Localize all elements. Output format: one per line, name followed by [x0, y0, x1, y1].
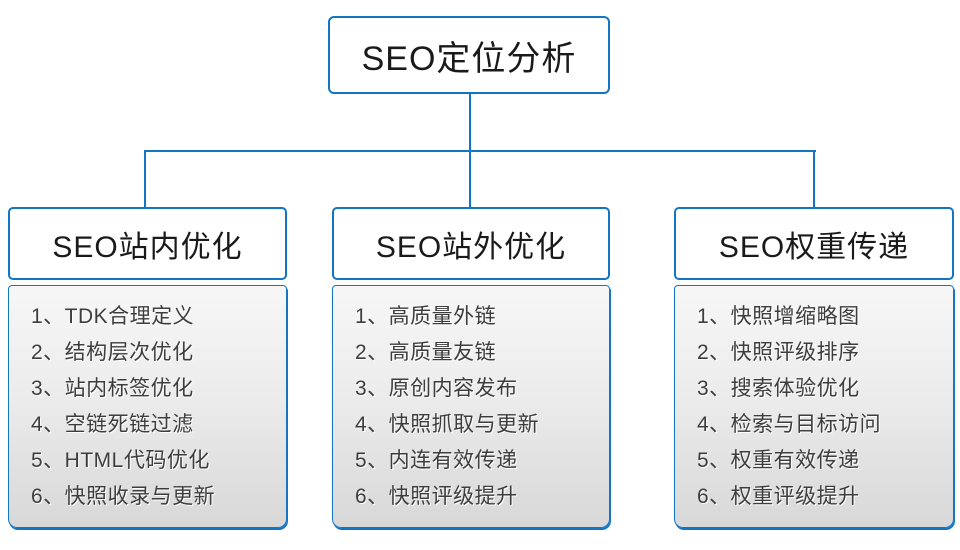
list-item: 1、快照增缩略图 — [697, 305, 860, 328]
list-item: 6、权重评级提升 — [697, 485, 860, 508]
list-item: 4、空链死链过滤 — [31, 413, 194, 436]
list-item: 4、检索与目标访问 — [697, 413, 882, 436]
connector-root-drop — [469, 94, 471, 152]
connector-horizontal-rail — [144, 150, 816, 152]
list-item: 2、快照评级排序 — [697, 341, 860, 364]
connector-branch-left-drop — [144, 150, 146, 207]
list-item: 3、搜索体验优化 — [697, 377, 860, 400]
list-item: 5、内连有效传递 — [355, 449, 518, 472]
branch-list-offsite: 1、高质量外链 2、高质量友链 3、原创内容发布 4、快照抓取与更新 5、内连有… — [332, 285, 610, 528]
branch-offsite-optimization: SEO站外优化 1、高质量外链 2、高质量友链 3、原创内容发布 4、快照抓取与… — [332, 207, 610, 528]
list-item: 1、高质量外链 — [355, 305, 497, 328]
list-item: 1、TDK合理定义 — [31, 305, 195, 328]
list-item: 2、高质量友链 — [355, 341, 497, 364]
branch-list-weight-transfer: 1、快照增缩略图 2、快照评级排序 3、搜索体验优化 4、检索与目标访问 5、权… — [674, 285, 954, 528]
list-item: 6、快照评级提升 — [355, 485, 518, 508]
branch-title-weight-transfer: SEO权重传递 — [674, 207, 954, 280]
list-item: 4、快照抓取与更新 — [355, 413, 540, 436]
list-item: 5、权重有效传递 — [697, 449, 860, 472]
branch-title-offsite: SEO站外优化 — [332, 207, 610, 280]
list-item: 2、结构层次优化 — [31, 341, 194, 364]
list-item: 6、快照收录与更新 — [31, 485, 216, 508]
connector-branch-right-drop — [813, 150, 815, 207]
branch-list-onsite: 1、TDK合理定义 2、结构层次优化 3、站内标签优化 4、空链死链过滤 5、H… — [8, 285, 287, 528]
list-item: 5、HTML代码优化 — [31, 449, 210, 472]
list-item: 3、站内标签优化 — [31, 377, 194, 400]
connector-branch-center-drop — [469, 150, 471, 207]
list-item: 3、原创内容发布 — [355, 377, 518, 400]
branch-weight-transfer: SEO权重传递 1、快照增缩略图 2、快照评级排序 3、搜索体验优化 4、检索与… — [674, 207, 954, 528]
branch-title-onsite: SEO站内优化 — [8, 207, 287, 280]
branch-onsite-optimization: SEO站内优化 1、TDK合理定义 2、结构层次优化 3、站内标签优化 4、空链… — [8, 207, 287, 528]
root-node-seo-positioning-analysis: SEO定位分析 — [328, 16, 610, 94]
